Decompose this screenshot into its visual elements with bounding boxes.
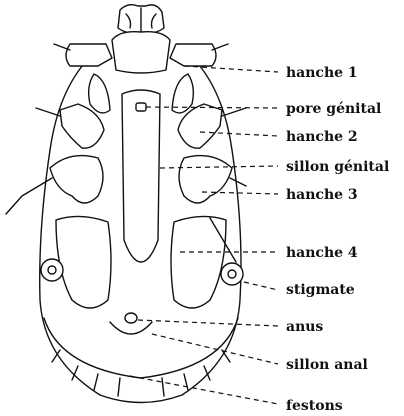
anus-mark bbox=[125, 313, 137, 323]
label-sillon-genital: sillon génital bbox=[286, 159, 389, 175]
coxa-3-right bbox=[179, 156, 232, 203]
label-anus: anus bbox=[286, 319, 323, 335]
label-hanche-3: hanche 3 bbox=[286, 187, 358, 203]
label-sillon-anal: sillon anal bbox=[286, 357, 368, 373]
label-hanche-2: hanche 2 bbox=[286, 129, 358, 145]
stigmate-right bbox=[221, 263, 243, 285]
label-festons: festons bbox=[286, 398, 343, 414]
label-pore-genital: pore génital bbox=[286, 101, 381, 117]
capitulum bbox=[112, 5, 170, 73]
label-stigmate: stigmate bbox=[286, 282, 355, 298]
pore-genital-mark bbox=[136, 103, 146, 111]
label-hanche-1: hanche 1 bbox=[286, 65, 358, 81]
label-hanche-4: hanche 4 bbox=[286, 245, 358, 261]
coxa-3-left bbox=[50, 156, 103, 203]
festons bbox=[52, 350, 230, 396]
stigmate-left bbox=[41, 259, 63, 281]
coxa-4-left bbox=[56, 216, 111, 308]
sillon-anal-groove bbox=[110, 322, 152, 334]
sillon-genital-groove bbox=[122, 90, 160, 262]
